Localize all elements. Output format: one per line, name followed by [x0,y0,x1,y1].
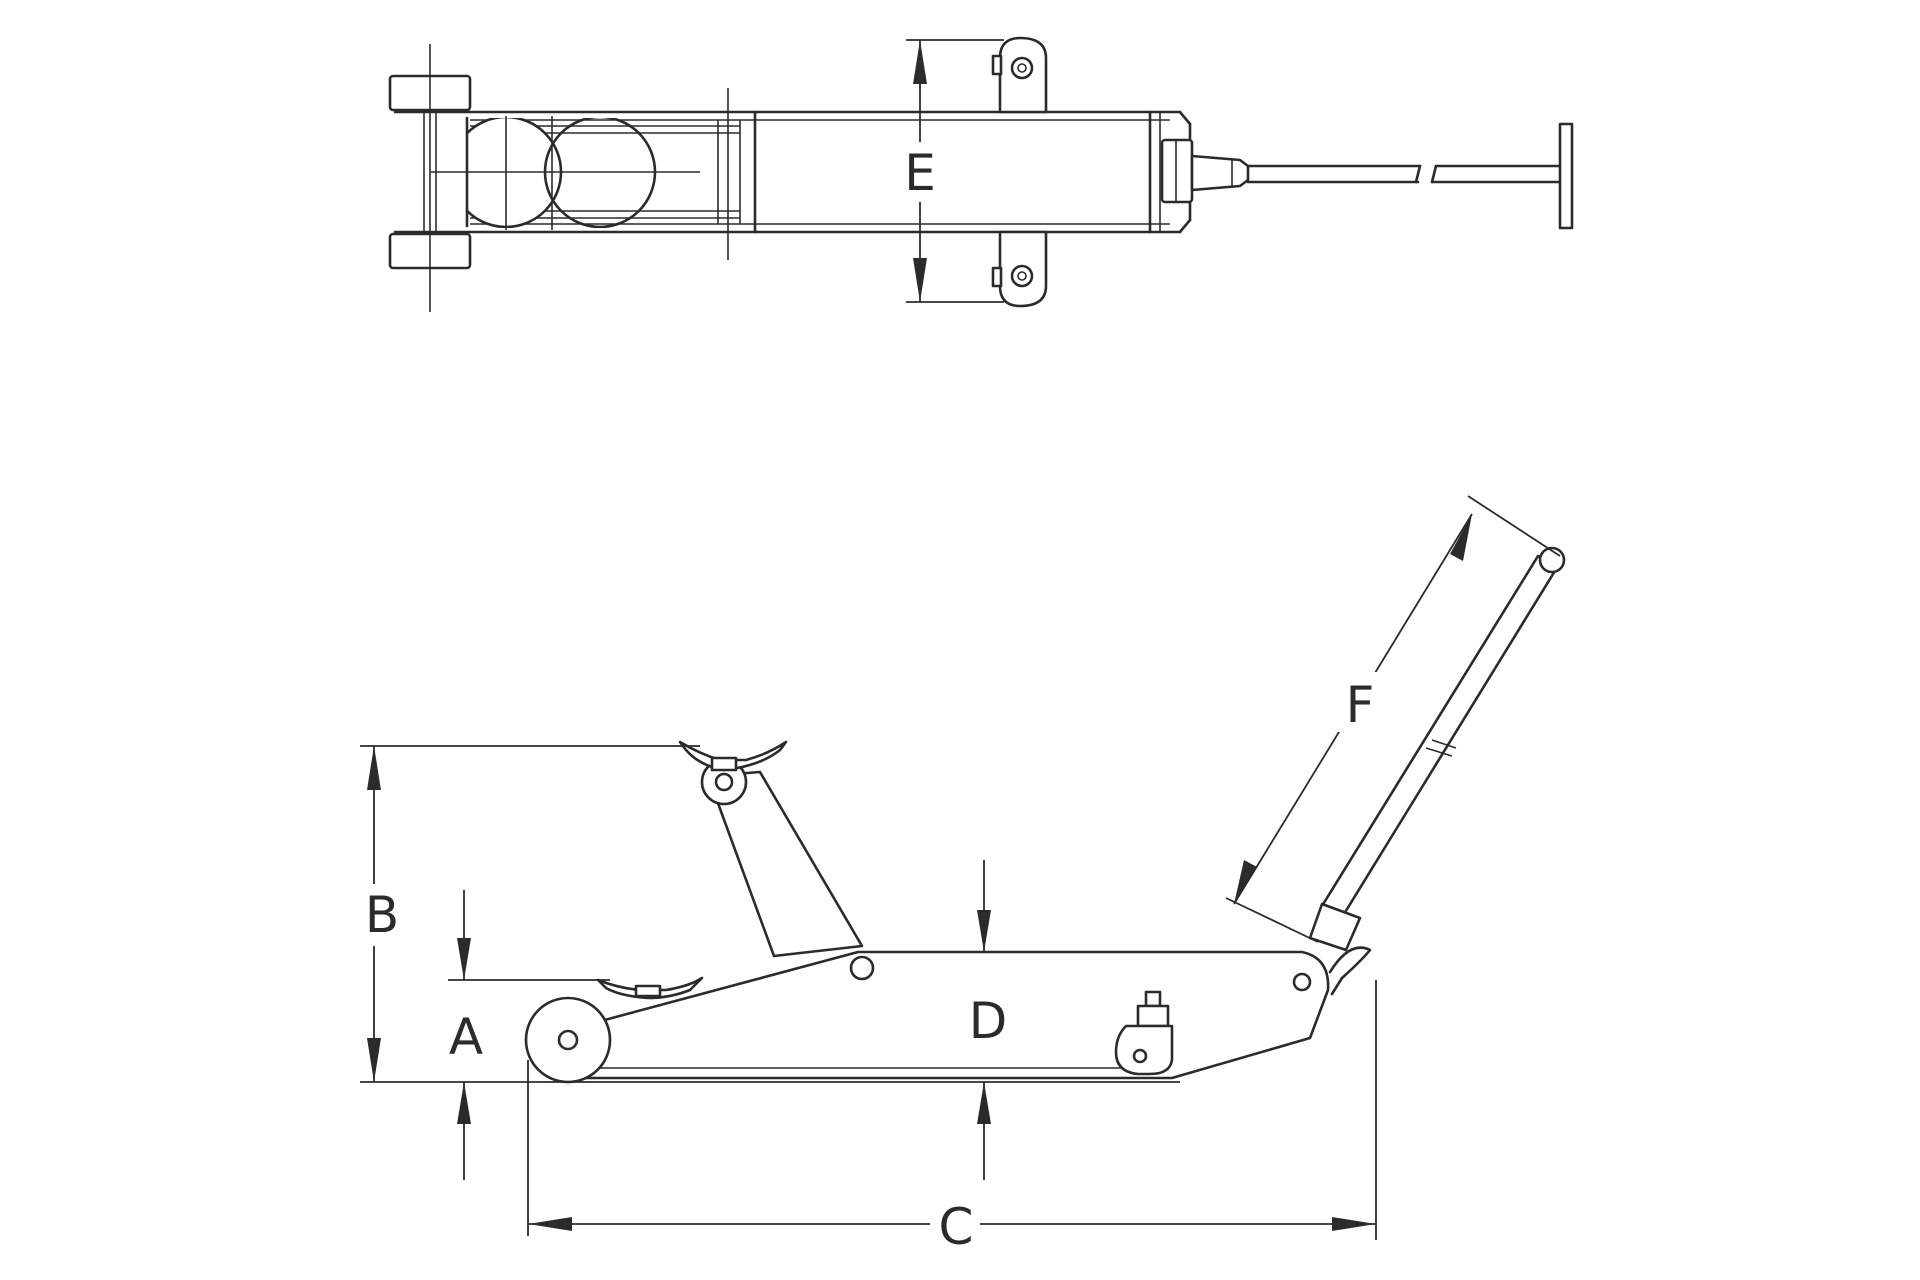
side-chassis [528,950,1330,1080]
side-saddle-raised [678,740,788,772]
label-a: A [449,1008,483,1066]
top-view: E [388,36,1574,312]
dim-f-ext-top [1467,495,1561,557]
label-d: D [969,992,1008,1050]
top-pump-body [1160,138,1194,204]
side-view: B A D C F [352,495,1566,1256]
top-bracket-lower [998,230,1048,308]
label-c: C [939,1198,974,1256]
label-b: B [365,886,399,944]
dim-f-ext-bottom [1225,897,1319,943]
side-front-wheel [524,996,612,1084]
side-handle [1320,554,1560,916]
top-handle-grip [1558,122,1574,230]
top-bracket-upper [998,36,1048,114]
side-handle-socket [1328,946,1372,996]
label-f: F [1346,676,1375,734]
label-e: E [904,144,936,202]
side-saddle-lowered [596,976,704,1000]
